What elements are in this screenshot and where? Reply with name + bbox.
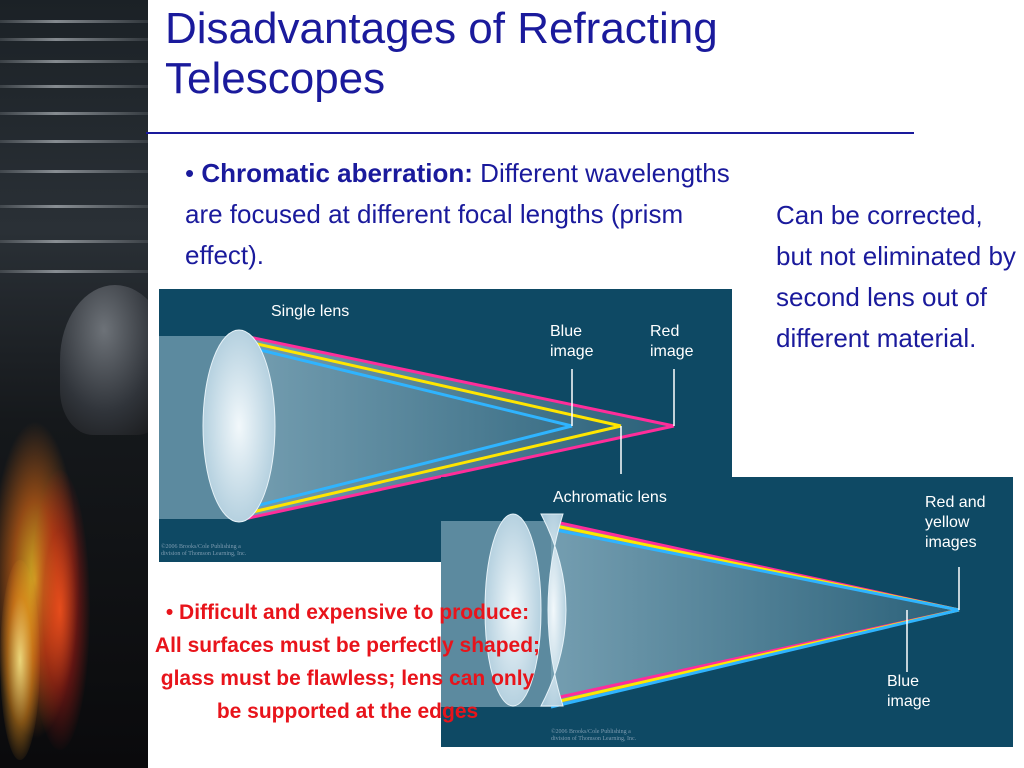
yellow-ray-bottom [243, 424, 622, 516]
converging-light-cone [551, 521, 959, 707]
convex-lens-element [484, 513, 542, 707]
achromatic-lens-diagram [441, 513, 960, 709]
single-lens-diagram [159, 329, 675, 523]
bullet-term: Chromatic aberration: [201, 158, 473, 188]
blue-ray-top [243, 344, 573, 428]
blue-ray-bottom [243, 424, 573, 511]
blue-ray-top [550, 527, 960, 612]
title-divider [146, 132, 914, 134]
bullet-text: Different wavelengths are focused at dif… [185, 158, 730, 270]
page-title: Disadvantages of Refracting Telescopes [165, 4, 718, 103]
convex-lens [202, 329, 276, 523]
correction-note: Can be corrected, but not eliminated by … [776, 200, 1016, 353]
achromatic-lens-label: Achromatic lens [553, 489, 667, 506]
blue-ray-bottom [550, 608, 960, 709]
observatory-dome [60, 285, 148, 435]
converging-light-cone [244, 336, 674, 519]
single-lens-label: Single lens [271, 303, 350, 320]
red-ray-bottom [243, 424, 675, 521]
concave-lens-element [540, 513, 567, 707]
decorative-photo-strip [0, 0, 148, 768]
bullet-chromatic-aberration: • Chromatic aberration: Different wavele… [185, 153, 745, 276]
bullet-manufacturing-difficulty: • Difficult and expensive to produce: Al… [154, 601, 541, 723]
yellow-ray-top [243, 339, 622, 428]
bullet-marker: • [185, 158, 202, 188]
red-ray-top [243, 334, 675, 428]
